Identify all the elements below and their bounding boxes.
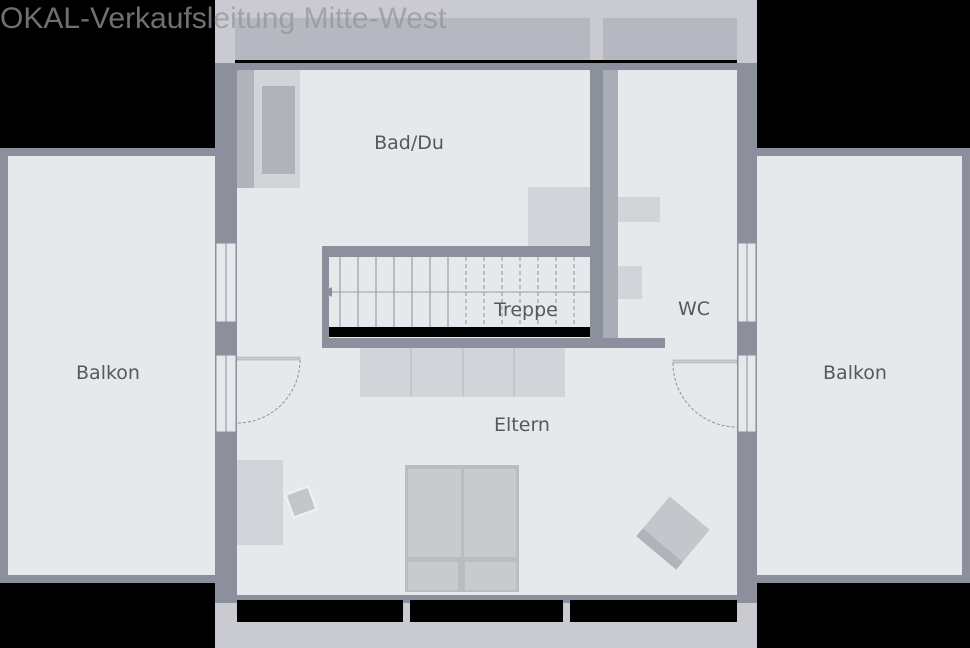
room-label-wc: WC	[678, 298, 710, 320]
bed	[405, 465, 519, 592]
desk-chair	[284, 485, 318, 519]
stair-wall	[322, 246, 590, 257]
armchair	[636, 496, 710, 570]
stair-railing	[329, 327, 590, 337]
window-bottom	[237, 600, 403, 622]
window-bottom	[570, 600, 737, 622]
roof-overhang	[603, 18, 737, 60]
toilet	[618, 266, 642, 299]
bathtub-basin	[262, 86, 295, 174]
door-swing	[236, 359, 301, 424]
interior-wall	[322, 338, 665, 348]
door-leaf	[672, 359, 738, 364]
vanity	[528, 187, 590, 246]
door-swing	[672, 362, 738, 428]
stair-wall	[322, 257, 329, 338]
room-label-parents: Eltern	[494, 414, 550, 436]
desk	[237, 460, 283, 545]
wardrobe	[360, 348, 565, 397]
room-label-stairs: Treppe	[493, 299, 558, 321]
roof-edge	[235, 60, 737, 63]
door-leaf	[236, 356, 301, 361]
room-label-balcony-right: Balkon	[823, 362, 887, 384]
room-label-bath: Bad/Du	[374, 132, 444, 154]
watermark: OKAL-Verkaufsleitung Mitte-West	[0, 2, 447, 35]
room-label-balcony-left: Balkon	[76, 362, 140, 384]
roof-overhang	[235, 18, 590, 60]
interior-wall	[590, 70, 603, 348]
stair-arrow-icon	[323, 287, 332, 297]
interior-wall-installation	[603, 70, 618, 340]
window-bottom	[410, 600, 563, 622]
wc-sink	[618, 197, 660, 222]
eave-bottom	[215, 622, 757, 648]
